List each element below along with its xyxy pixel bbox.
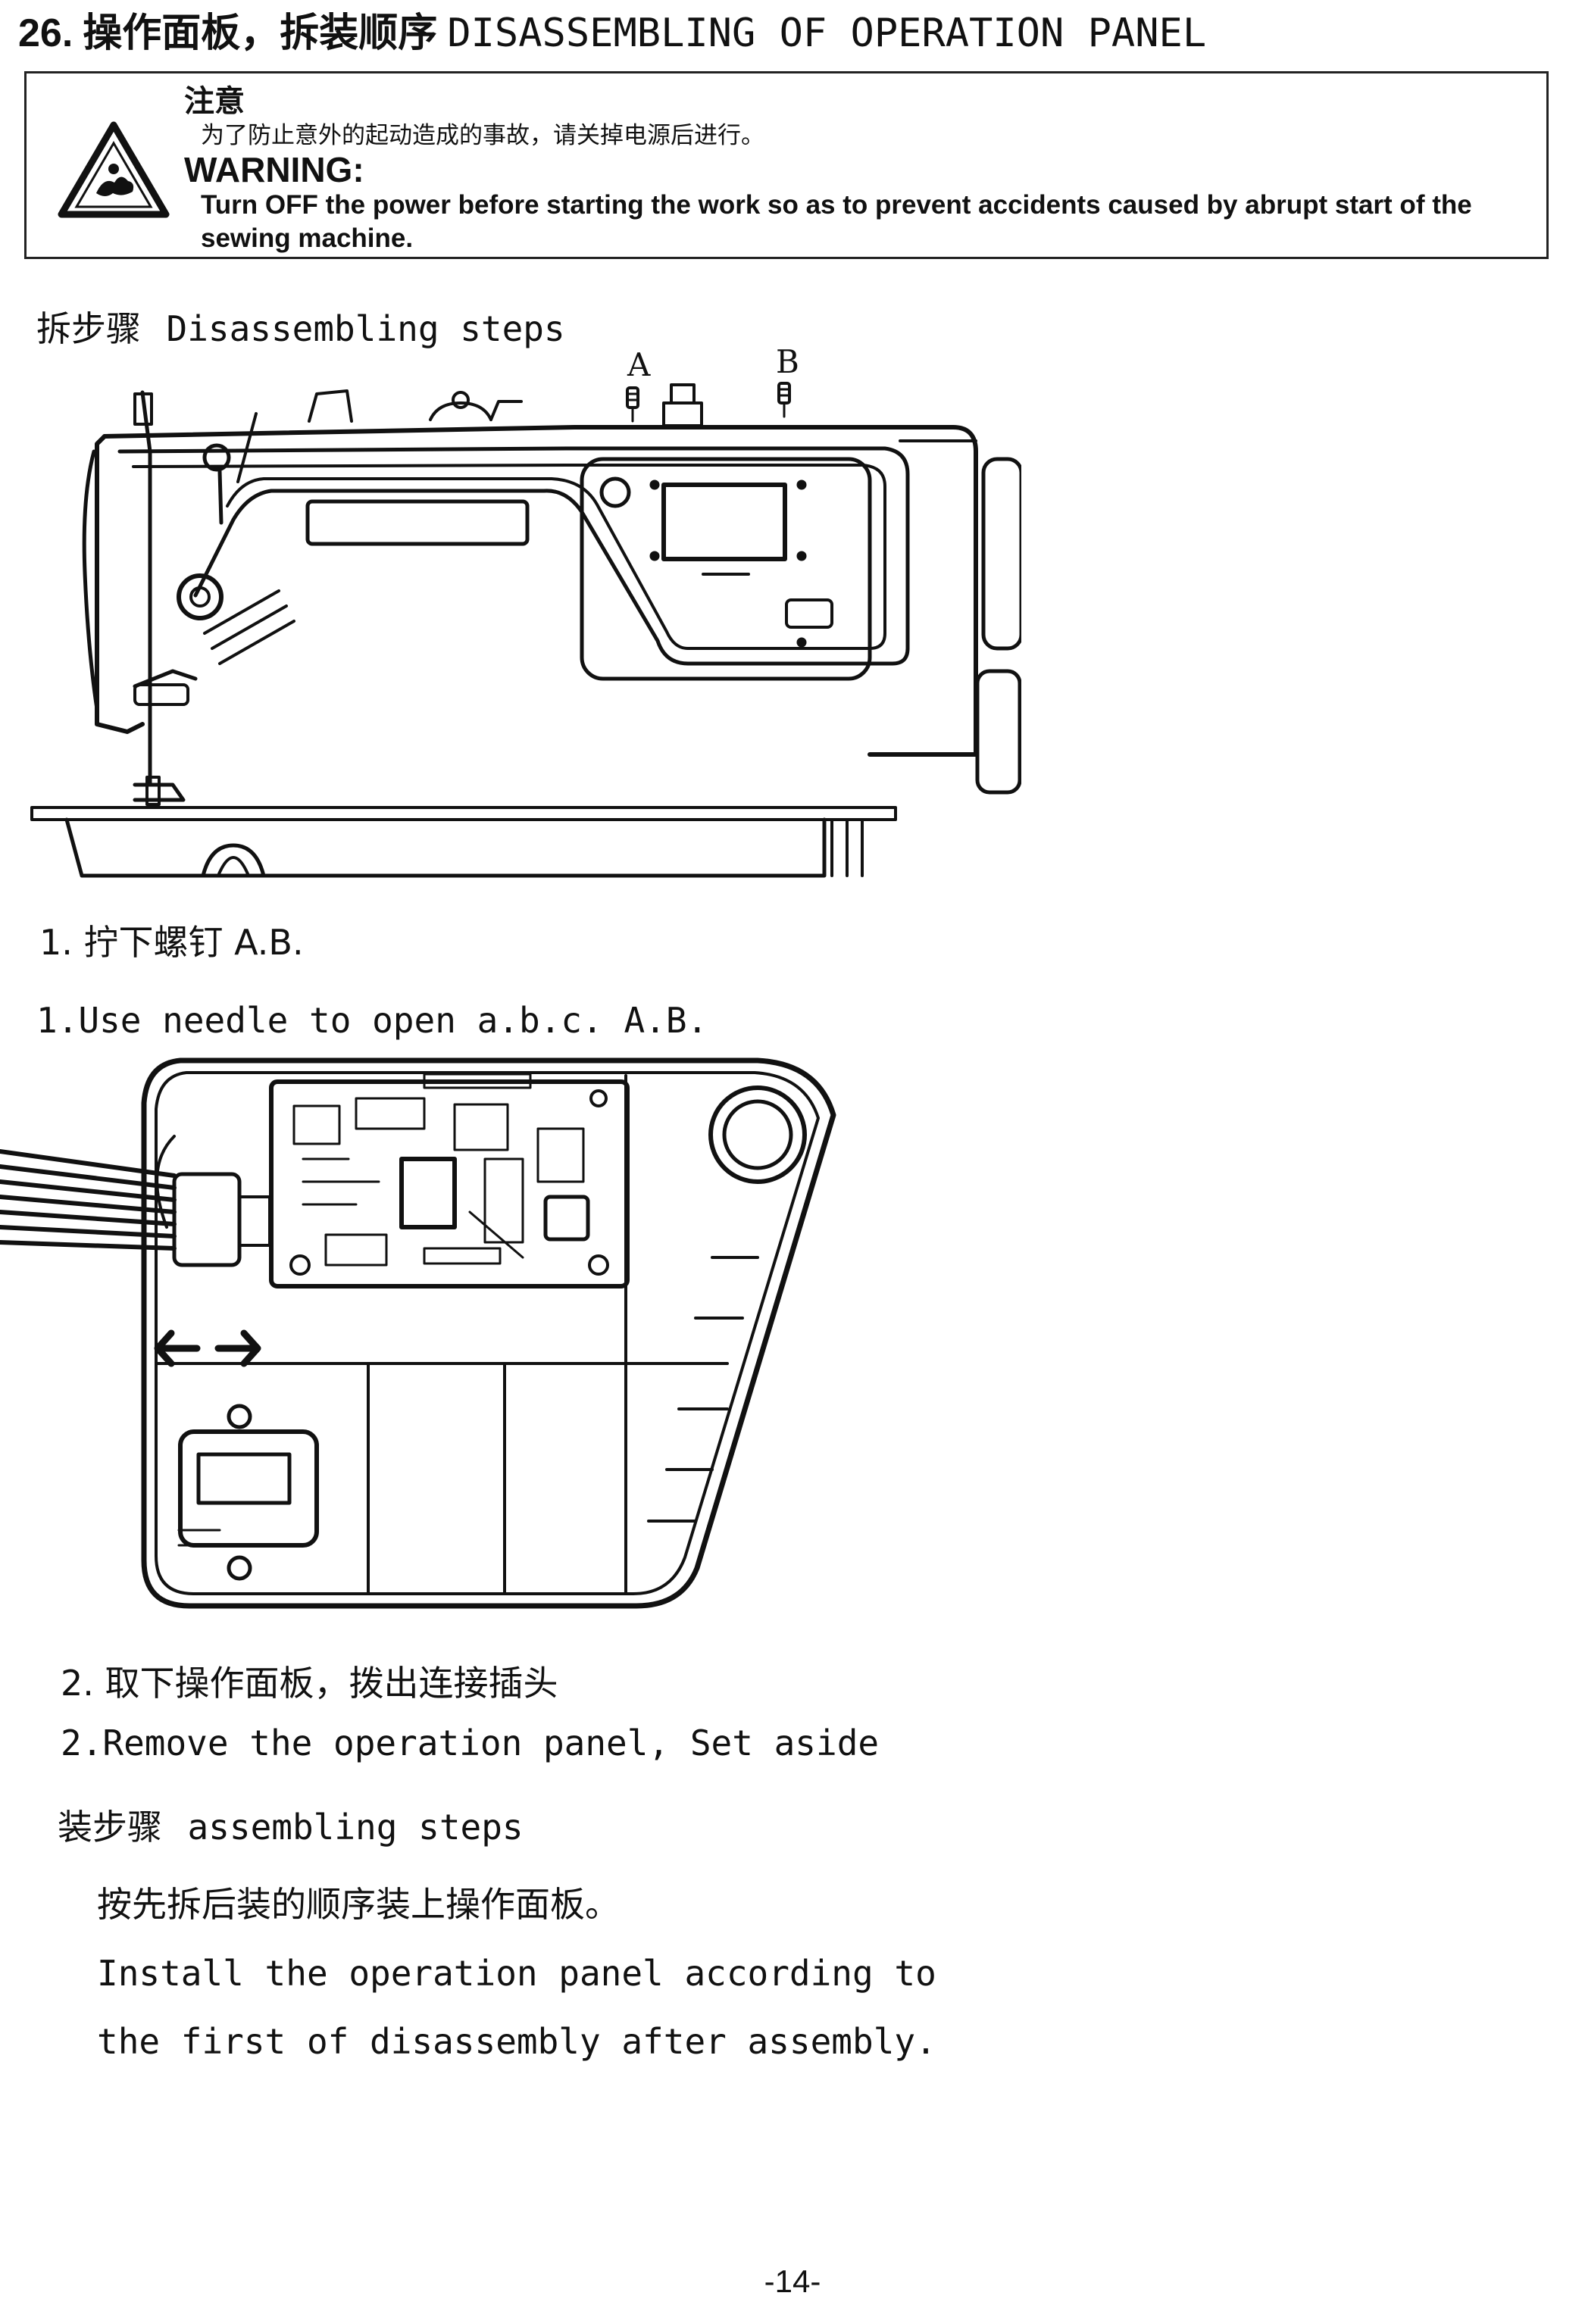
- disassembly-heading-zh: 拆步骤: [36, 308, 141, 349]
- disassembly-heading: 拆步骤 Disassembling steps: [36, 301, 565, 351]
- section-number: 26.: [18, 11, 73, 55]
- screw-b: [777, 382, 791, 418]
- page-number: -14-: [764, 2263, 821, 2299]
- operation-panel-figure: [0, 1057, 836, 1609]
- warning-box: 注意 为了防止意外的起动造成的事故，请关掉电源后进行。 WARNING: Tur…: [24, 71, 1549, 259]
- assembly-heading-zh: 装步骤: [58, 1807, 162, 1848]
- step1-zh: 1. 拧下螺钉 A.B.: [39, 922, 304, 963]
- screw-label-a: A: [627, 346, 651, 383]
- assembly-text-zh: 按先拆后装的顺序装上操作面板。: [97, 1884, 620, 1925]
- circuit-board: [269, 1073, 630, 1289]
- section-title-en: DISASSEMBLING OF OPERATION PANEL: [447, 11, 1207, 56]
- step2-zh: 2. 取下操作面板，拨出连接插头: [61, 1663, 558, 1704]
- assembly-heading: 装步骤 assembling steps: [58, 1800, 524, 1850]
- step2-en: 2.Remove the operation panel, Set aside: [61, 1723, 880, 1763]
- screw-label-b: B: [776, 343, 799, 380]
- caution-triangle-icon: [58, 121, 170, 218]
- section-title-zh: 操作面板，拆装顺序: [83, 11, 438, 56]
- step1-en: 1.Use needle to open a.b.c. A.B.: [36, 1000, 708, 1041]
- assembly-heading-en: assembling steps: [187, 1807, 524, 1848]
- warning-heading-en: WARNING:: [184, 150, 364, 189]
- disassembly-heading-en: Disassembling steps: [166, 308, 565, 349]
- sewing-machine-figure: A B: [30, 343, 1021, 878]
- arrow-left-right-icon: [154, 1329, 261, 1367]
- warning-heading-zh: 注意: [184, 84, 245, 119]
- warning-text-zh: 为了防止意外的起动造成的事故，请关掉电源后进行。: [201, 122, 764, 149]
- screw-a: [626, 386, 639, 423]
- section-title: 26. 操作面板，拆装顺序 DISASSEMBLING OF OPERATION…: [18, 6, 1206, 61]
- warning-text-en: Turn OFF the power before starting the w…: [201, 190, 1472, 253]
- assembly-text-en-line2: the first of disassembly after assembly.: [97, 2021, 936, 2062]
- assembly-text-en-line1: Install the operation panel according to: [97, 1953, 936, 1994]
